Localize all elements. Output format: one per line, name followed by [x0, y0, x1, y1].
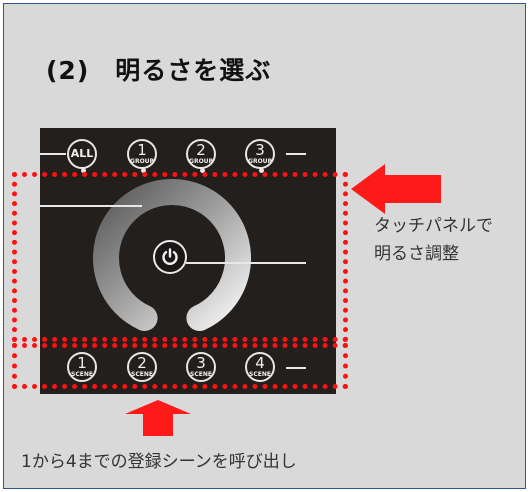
scene-area-highlight [12, 343, 348, 389]
group-1-label: GROUP [130, 158, 154, 165]
wire-right-bottom [286, 367, 306, 369]
indicator-dot [81, 168, 86, 173]
slide: (2) 明るさを選ぶ ALL 1 GROUP 2 GROUP 3 GROUP [3, 3, 526, 489]
group-2-button[interactable]: 2 GROUP [186, 139, 216, 173]
wire-left-top [40, 153, 66, 155]
group-2-number: 2 [196, 141, 206, 159]
scene-4-label: SCENE [249, 371, 271, 378]
wire-wheel-left [40, 205, 142, 207]
group-3-label: GROUP [248, 158, 272, 165]
scene-1-number: 1 [77, 354, 87, 372]
scene-4-button[interactable]: 4 SCENE [245, 352, 275, 382]
scene-3-button[interactable]: 3 SCENE [186, 352, 216, 382]
page-title: (2) 明るさを選ぶ [46, 56, 272, 85]
scene-2-number: 2 [137, 354, 147, 372]
group-3-button[interactable]: 3 GROUP [245, 139, 275, 173]
scene-4-number: 4 [255, 354, 265, 372]
group-1-number: 1 [137, 141, 147, 159]
group-1-button[interactable]: 1 GROUP [127, 139, 157, 173]
group-2-label: GROUP [189, 158, 213, 165]
scene-1-label: SCENE [71, 371, 93, 378]
scene-2-label: SCENE [131, 371, 153, 378]
power-button[interactable] [153, 240, 187, 274]
scene-caption: 1から4までの登録シーンを呼び出し [21, 452, 297, 472]
all-button-label: ALL [70, 147, 94, 160]
wire-power-right [186, 262, 306, 264]
touch-area-highlight [12, 172, 348, 342]
power-icon [162, 248, 178, 266]
indicator-dot [141, 168, 146, 173]
up-arrow-icon [125, 400, 191, 436]
left-arrow-icon [351, 164, 441, 214]
scene-3-label: SCENE [190, 371, 212, 378]
scene-1-button[interactable]: 1 SCENE [67, 352, 97, 382]
indicator-dot [200, 168, 205, 173]
brightness-wheel[interactable] [92, 178, 252, 338]
group-3-number: 3 [255, 141, 265, 159]
scene-2-button[interactable]: 2 SCENE [127, 352, 157, 382]
touch-callout-line2: 明るさ調整 [374, 244, 459, 264]
wire-right-top [286, 153, 306, 155]
scene-3-number: 3 [196, 354, 206, 372]
touch-callout-line1: タッチパネルで [374, 216, 493, 236]
all-button[interactable]: ALL [67, 139, 97, 173]
indicator-dot [259, 168, 264, 173]
